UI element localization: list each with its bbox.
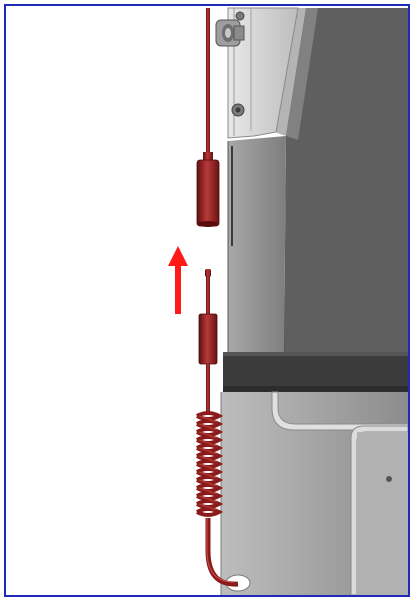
upper-cable	[196, 8, 220, 227]
assembly-illustration	[168, 7, 408, 595]
screw-icon	[235, 11, 245, 21]
top-bracket	[215, 7, 299, 139]
screw-icon	[386, 476, 392, 482]
screw-icon	[231, 103, 245, 117]
lower-panel	[220, 391, 408, 595]
arrow-up-icon	[168, 246, 188, 314]
lower-cable	[196, 269, 239, 587]
spring-icon	[196, 411, 224, 517]
figure-frame	[4, 4, 410, 597]
cable-clip	[215, 19, 245, 47]
upper-panel	[227, 8, 408, 358]
mounting-band	[223, 352, 408, 392]
